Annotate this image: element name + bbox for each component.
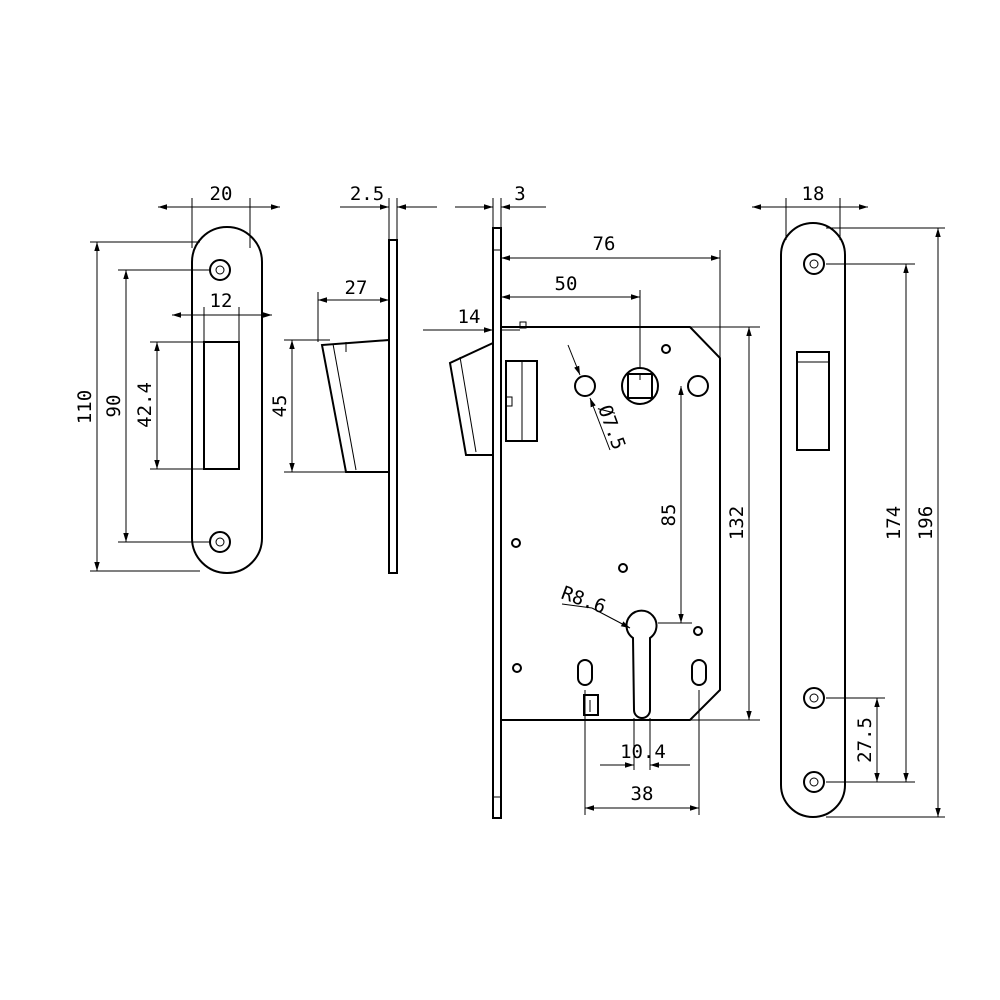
cylinder-screw-slot-right — [691, 659, 707, 686]
dim-faceplate-height: 196 — [915, 506, 937, 540]
dim-strike-width: 20 — [210, 183, 233, 205]
lock-rivet-top — [661, 344, 671, 354]
strike-plate-outline — [191, 226, 263, 574]
faceplate-screw-hole-3 — [803, 771, 825, 793]
dim-backset: 50 — [555, 273, 578, 295]
latch-side-view: 2.5 27 45 — [269, 183, 437, 574]
strike-plate-slot — [203, 341, 240, 470]
lock-case-outline — [501, 326, 721, 721]
faceplate-latch-opening — [796, 351, 830, 451]
lock-faceplate-edge — [492, 227, 502, 819]
faceplate-front-view: 18 174 196 27.5 — [752, 183, 945, 818]
strike-plate: 20 12 110 90 42.4 — [74, 183, 280, 574]
dim-cylinder-screw-spacing: 38 — [631, 783, 654, 805]
dim-faceplate-thickness: 3 — [514, 183, 525, 205]
cylinder-screw-slot-left — [577, 659, 593, 686]
dim-faceplate-screw-spacing: 174 — [883, 506, 905, 540]
dim-cylinder-radius: R8.6 — [558, 582, 609, 618]
dim-faceplate-edge-offset: 27.5 — [854, 717, 876, 763]
dim-latch-height: 45 — [269, 395, 291, 418]
dim-side-plate-thickness: 2.5 — [350, 183, 384, 205]
cylinder-cutout — [625, 609, 658, 719]
strike-plate-screw-hole-top — [209, 259, 231, 281]
dim-handle-to-cylinder: 85 — [658, 504, 680, 527]
dim-strike-hole-spacing: 90 — [103, 395, 125, 418]
latch-side-plate — [388, 239, 398, 574]
lock-mounting-hole-left — [574, 375, 596, 397]
lock-mounting-hole-right — [687, 375, 709, 397]
lock-clip — [583, 694, 599, 716]
faceplate-screw-hole-2 — [803, 687, 825, 709]
dim-case-depth: 76 — [593, 233, 616, 255]
lock-rivet-bottom — [512, 663, 522, 673]
lock-rivet-left — [511, 538, 521, 548]
faceplate-outline — [780, 222, 846, 818]
lock-rivet-middle — [618, 563, 628, 573]
dim-latch-offset: 14 — [458, 306, 481, 328]
lock-rivet-right — [693, 626, 703, 636]
dim-strike-height: 110 — [74, 390, 96, 424]
dim-case-height: 132 — [726, 506, 748, 540]
lock-latch-bolt — [448, 342, 494, 456]
dim-faceplate-width: 18 — [802, 183, 825, 205]
dim-cylinder-slot-width: 10.4 — [620, 741, 666, 763]
dim-line-cylinder-radius — [561, 603, 593, 609]
dim-strike-slot-height: 42.4 — [134, 382, 156, 428]
dim-latch-projection: 27 — [345, 277, 368, 299]
dim-strike-slot-width: 12 — [210, 290, 233, 312]
faceplate-screw-hole-1 — [803, 253, 825, 275]
latch-bolt-profile — [320, 339, 390, 473]
strike-plate-screw-hole-bottom — [209, 531, 231, 553]
lock-body: 3 76 50 14 Ø7.5 85 132 R8.6 — [423, 183, 760, 819]
dim-line-hole-diameter — [567, 344, 581, 376]
dim-hole-diameter: Ø7.5 — [593, 402, 629, 453]
